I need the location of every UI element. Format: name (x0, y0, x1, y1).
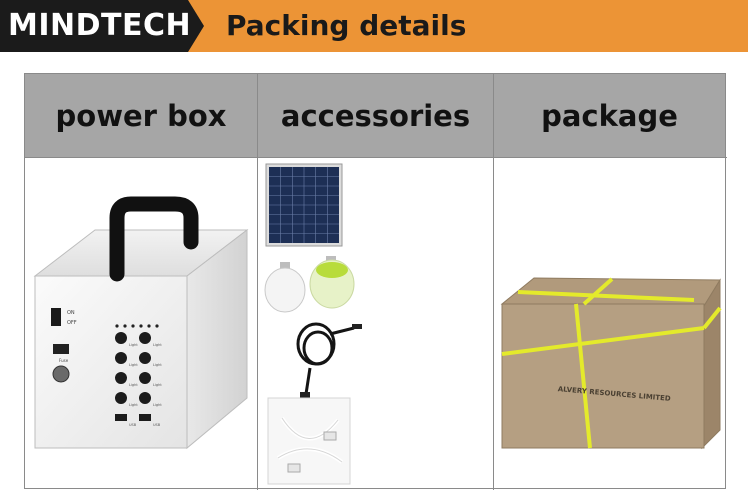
usb-port (115, 414, 127, 421)
port-label: Light (129, 403, 138, 407)
display-slot (53, 344, 69, 354)
port-label: Light (129, 363, 138, 367)
usb-port (139, 414, 151, 421)
column-divider-2 (493, 74, 494, 490)
dc-socket (52, 365, 70, 383)
dc-plug (352, 324, 362, 329)
cable-coil (296, 322, 355, 395)
light-port (139, 392, 151, 404)
switch (51, 308, 61, 326)
light-port (115, 352, 127, 364)
header-power-box: power box (25, 74, 257, 157)
switch-on-label: ON (67, 310, 75, 316)
port-label: Light (153, 403, 162, 407)
light-port (115, 332, 127, 344)
header-accessories: accessories (258, 74, 493, 157)
led-bulb-green (309, 256, 355, 309)
accessories-image (258, 158, 493, 488)
light-port (139, 372, 151, 384)
light-port (115, 372, 127, 384)
light-port (139, 332, 151, 344)
packing-table: power box accessories package (24, 73, 727, 490)
port-label: Light (129, 343, 138, 347)
port-label: Light (153, 363, 162, 367)
fuse-label: Fuse (59, 358, 69, 363)
package-image: ALVERY RESOURCES LIMITED (494, 158, 725, 488)
header-package: package (494, 74, 725, 157)
led-bulb-white (264, 262, 306, 313)
port-label: USB (153, 423, 161, 427)
page-title: Packing details (226, 9, 467, 42)
column-divider-1 (257, 74, 258, 490)
port-label: Light (153, 383, 162, 387)
port-label: USB (129, 423, 137, 427)
light-port (139, 352, 151, 364)
header-divider (25, 157, 727, 158)
brand-background (0, 0, 204, 52)
switch-off-label: OFF (67, 320, 77, 326)
brand-name: MINDTECH (8, 8, 192, 43)
light-port (115, 392, 127, 404)
port-label: Light (129, 383, 138, 387)
header-banner: MINDTECH Packing details (0, 0, 748, 52)
usb-cable-bag (267, 397, 351, 485)
port-label: Light (153, 343, 162, 347)
